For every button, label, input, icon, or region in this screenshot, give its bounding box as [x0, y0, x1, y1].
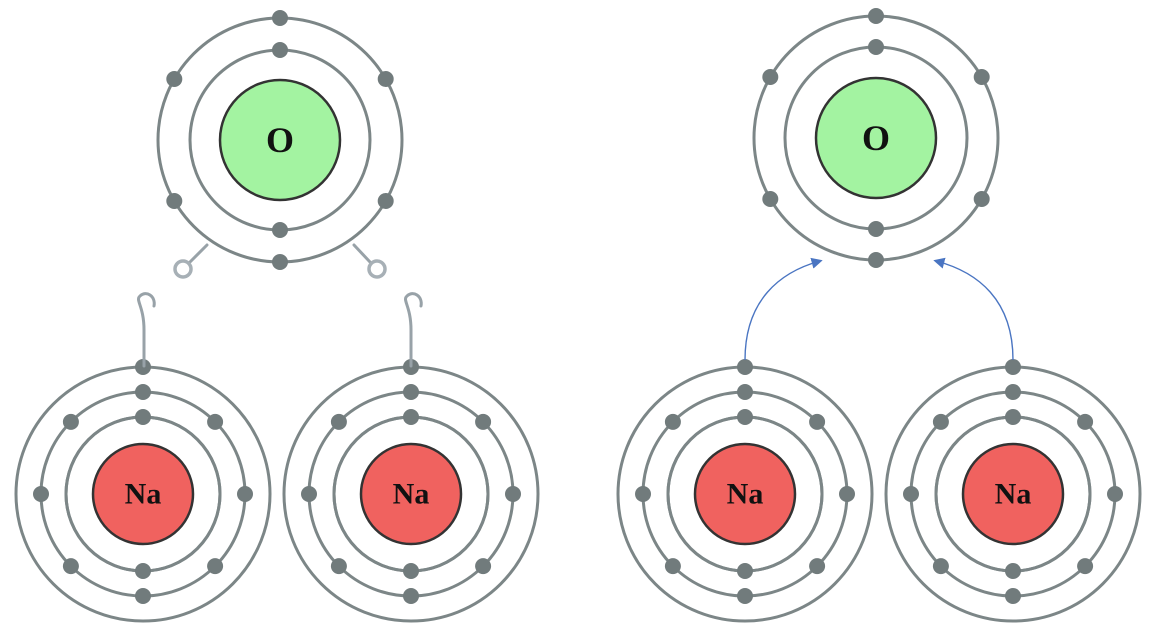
electron — [403, 588, 419, 604]
electron — [1005, 384, 1021, 400]
electron — [737, 563, 753, 579]
electron — [973, 191, 990, 207]
nucleus — [814, 76, 938, 200]
electron — [330, 558, 347, 575]
left-panel: O Na Na — [14, 10, 540, 623]
nucleus — [693, 442, 797, 546]
nucleus — [218, 78, 342, 202]
sodium-atom: Na — [884, 359, 1142, 623]
nucleus — [961, 442, 1065, 546]
electron — [1005, 588, 1021, 604]
electron — [932, 413, 949, 430]
electron — [403, 384, 419, 400]
element-symbol: Na — [125, 478, 162, 511]
electron — [135, 409, 151, 425]
electron — [135, 563, 151, 579]
electron — [737, 384, 753, 400]
electron — [377, 71, 394, 87]
hook-ring-left — [173, 243, 209, 279]
electron — [868, 252, 884, 268]
electron — [135, 588, 151, 604]
electron — [839, 486, 855, 502]
electron — [272, 254, 288, 270]
sodium-atom: Na — [282, 359, 540, 623]
electron — [62, 558, 79, 575]
electron — [475, 413, 492, 430]
oxygen-atom: O — [156, 10, 404, 270]
nucleus — [359, 442, 463, 546]
electron — [403, 409, 419, 425]
electron — [62, 413, 79, 430]
electron — [1077, 413, 1094, 430]
hook-connectors — [137, 243, 423, 368]
electron — [505, 486, 521, 502]
electron — [207, 558, 224, 575]
sodium-atom: Na — [616, 359, 874, 623]
element-symbol: Na — [393, 478, 430, 511]
electron — [135, 384, 151, 400]
electron — [762, 191, 779, 207]
electron — [737, 409, 753, 425]
right-panel: O Na Na — [616, 8, 1142, 623]
hook-ring-right — [352, 243, 387, 279]
electron — [664, 558, 681, 575]
nucleus — [91, 442, 195, 546]
electron — [809, 413, 826, 430]
electron — [903, 486, 919, 502]
electron — [1005, 409, 1021, 425]
electron — [330, 413, 347, 430]
electron — [868, 8, 884, 24]
electron — [973, 69, 990, 85]
electron — [809, 558, 826, 575]
electron-transfer-arrow-left — [744, 257, 823, 361]
element-symbol: Na — [727, 478, 764, 511]
electron — [1107, 486, 1123, 502]
sodium-atom: Na — [14, 359, 272, 623]
electron — [635, 486, 651, 502]
electron — [166, 71, 183, 87]
hook-right — [404, 292, 423, 368]
electron — [237, 486, 253, 502]
electron — [664, 413, 681, 430]
electron — [301, 486, 317, 502]
element-symbol: O — [862, 118, 890, 158]
electron — [1005, 563, 1021, 579]
electron — [475, 558, 492, 575]
electron — [868, 39, 884, 55]
element-symbol: O — [266, 120, 294, 160]
hook-left — [137, 292, 156, 368]
electron — [272, 42, 288, 58]
electron — [762, 69, 779, 85]
electron — [166, 193, 183, 209]
electron — [1077, 558, 1094, 575]
electron — [272, 222, 288, 238]
electron — [33, 486, 49, 502]
element-symbol: Na — [995, 478, 1032, 511]
electron-transfer-arrow-right — [933, 257, 1014, 361]
electron — [272, 10, 288, 26]
electron — [868, 221, 884, 237]
electron — [932, 558, 949, 575]
electron — [377, 193, 394, 209]
oxygen-atom: O — [752, 8, 1000, 268]
electron — [207, 413, 224, 430]
electron — [1005, 359, 1021, 375]
electron — [737, 588, 753, 604]
electron — [403, 563, 419, 579]
electron — [737, 359, 753, 375]
